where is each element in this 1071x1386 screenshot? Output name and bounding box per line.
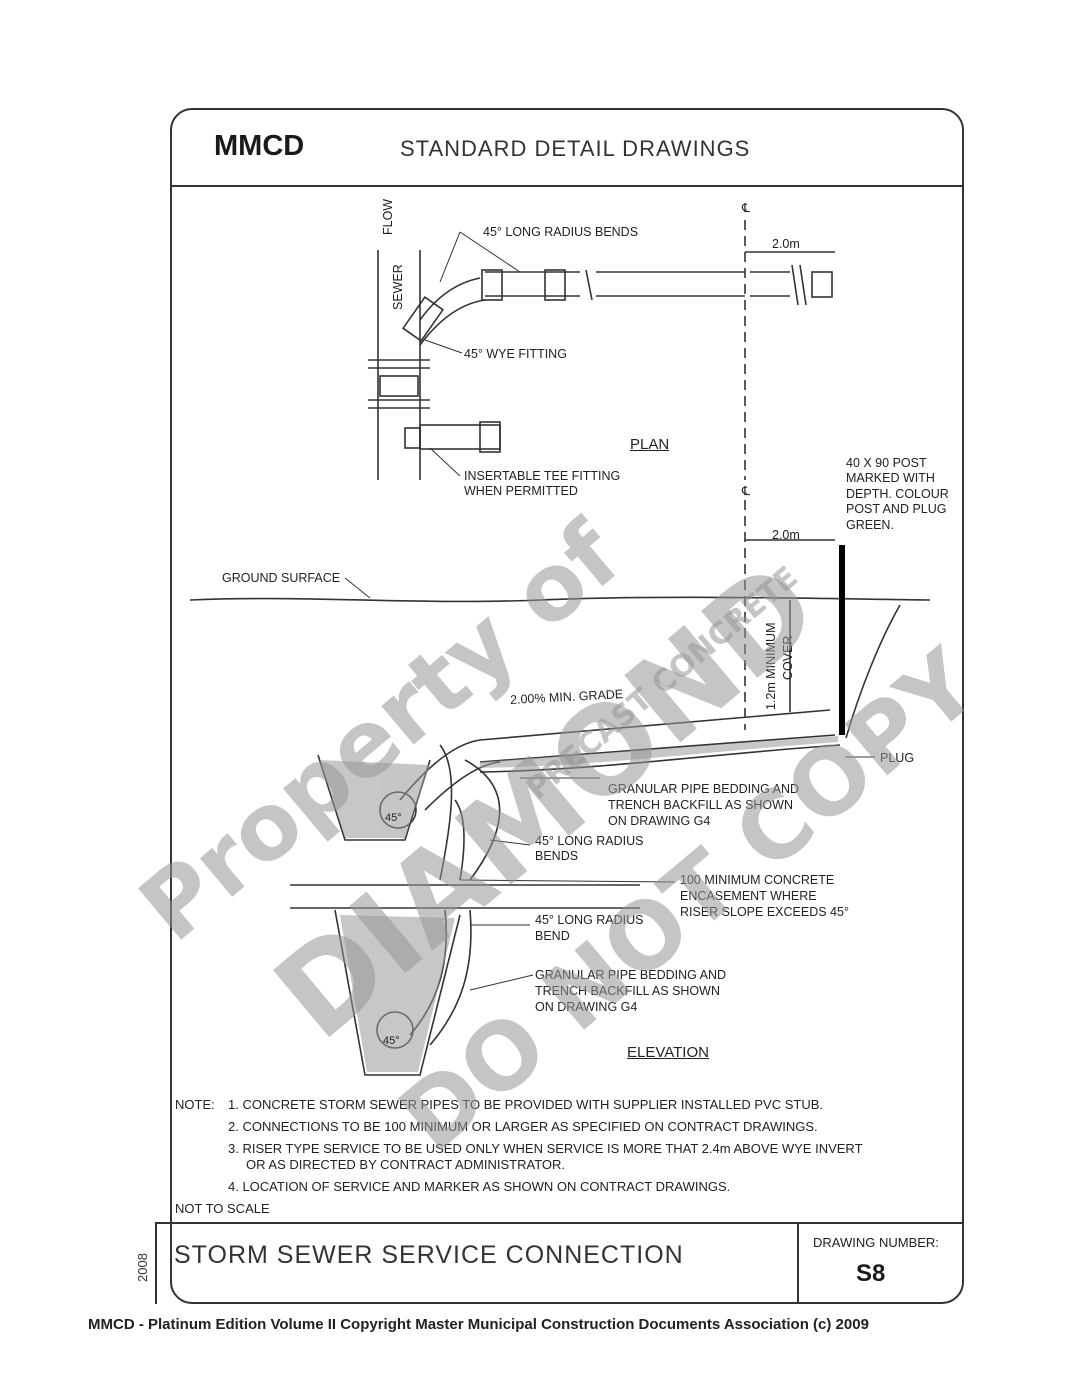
riser-inner — [454, 799, 465, 881]
drawing-title: STORM SEWER SERVICE CONNECTION — [174, 1241, 684, 1269]
lower-angle-label: 45° — [383, 1035, 400, 1047]
post-label-2: MARKED WITH — [846, 471, 935, 485]
sewer-label: SEWER — [391, 264, 405, 310]
plan-coupler — [379, 375, 419, 397]
drawing-number: S8 — [856, 1260, 886, 1287]
copyright-line: MMCD - Platinum Edition Volume II Copyri… — [88, 1316, 869, 1333]
bedding2-label-1: GRANULAR PIPE BEDDING AND — [535, 968, 727, 982]
bedding1-label-2: TRENCH BACKFILL AS SHOWN — [608, 798, 793, 812]
plan-sewer-break — [368, 359, 430, 409]
bend-label-1: 45° LONG RADIUS — [535, 913, 644, 927]
post-label-4: POST AND PLUG — [846, 502, 947, 516]
title-block-divider — [155, 1222, 964, 1224]
plan-tee-label-2: WHEN PERMITTED — [464, 484, 578, 498]
plan-joint-2 — [544, 269, 566, 301]
drawing-frame — [170, 108, 964, 1304]
upper-bedding-fill — [320, 760, 430, 838]
header-divider — [170, 185, 964, 187]
plan-end-cap — [811, 271, 833, 298]
note-3a: 3. RISER TYPE SERVICE TO BE USED ONLY WH… — [228, 1141, 863, 1156]
sloped-pipe — [479, 709, 836, 763]
post-label-1: 40 X 90 POST — [846, 456, 927, 470]
bends-label-2: BENDS — [535, 849, 579, 863]
bend-label-2: BEND — [535, 929, 570, 943]
bends-label-1: 45° LONG RADIUS — [535, 834, 644, 848]
plan-heading: PLAN — [630, 436, 670, 453]
plug-label: PLUG — [880, 751, 915, 765]
upper-bend-inner — [424, 761, 501, 811]
plan-dim-label: 2.0m — [772, 237, 800, 251]
brand-logo-text: MMCD — [214, 130, 305, 162]
notes-lead: NOTE: — [175, 1097, 215, 1112]
bedding-outline — [479, 744, 841, 773]
plan-tee-stub — [404, 427, 421, 449]
year-divider — [155, 1222, 157, 1304]
lower-trench — [334, 909, 461, 1076]
plan-break-marks — [585, 264, 807, 306]
post-label-5: GREEN. — [846, 518, 894, 532]
document-title: STANDARD DETAIL DRAWINGS — [400, 136, 751, 161]
elevation-heading: ELEVATION — [627, 1044, 709, 1061]
plan-tee-collar — [479, 421, 501, 453]
bedding2-label-3: ON DRAWING G4 — [535, 1000, 638, 1014]
ground-line — [189, 596, 931, 603]
note-3b: OR AS DIRECTED BY CONTRACT ADMINISTRATOR… — [246, 1157, 566, 1172]
ground-surface-label: GROUND SURFACE — [222, 571, 341, 585]
note-4: 4. LOCATION OF SERVICE AND MARKER AS SHO… — [228, 1179, 731, 1194]
slope-bedding-fill — [480, 736, 838, 768]
number-box-divider — [797, 1222, 799, 1304]
riser-break — [290, 884, 640, 909]
bedding1-label-3: ON DRAWING G4 — [608, 814, 711, 828]
bedding1-label-1: GRANULAR PIPE BEDDING AND — [608, 782, 800, 796]
note-2: 2. CONNECTIONS TO BE 100 MINIMUM OR LARG… — [228, 1119, 818, 1134]
encasement-label-3: RISER SLOPE EXCEEDS 45° — [680, 905, 849, 919]
encasement-label-1: 100 MINIMUM CONCRETE — [680, 873, 835, 887]
plan-wye-label: 45° WYE FITTING — [464, 347, 567, 361]
cover-label-1: 1.2m MINIMUM — [764, 622, 778, 711]
note-1: 1. CONCRETE STORM SEWER PIPES TO BE PROV… — [228, 1097, 823, 1112]
plan-joint-1 — [481, 269, 503, 301]
plan-service-pipe — [485, 271, 790, 297]
drawing-number-label: DRAWING NUMBER: — [813, 1235, 939, 1250]
flow-label: FLOW — [381, 198, 395, 235]
bedding2-label-2: TRENCH BACKFILL AS SHOWN — [535, 984, 720, 998]
year-label: 2008 — [134, 1253, 150, 1282]
elev-dim-label: 2.0m — [772, 528, 800, 542]
right-trench — [845, 604, 901, 739]
not-to-scale: NOT TO SCALE — [175, 1201, 270, 1216]
plan-tee-label-1: INSERTABLE TEE FITTING — [464, 469, 621, 483]
plan-pl-label: ℄ — [742, 201, 751, 215]
plan-bend — [419, 277, 486, 346]
cover-label-2: COVER — [781, 635, 795, 680]
plan-tee — [419, 424, 501, 450]
upper-angle-label: 45° — [385, 812, 402, 824]
leaders — [344, 231, 875, 991]
plan-wye — [401, 296, 445, 342]
elev-pl-label: ℄ — [742, 484, 751, 498]
plan-bends-label: 45° LONG RADIUS BENDS — [483, 225, 639, 239]
encasement-label-2: ENCASEMENT WHERE — [680, 889, 817, 903]
lower-bedding-fill — [340, 915, 455, 1072]
post-label-3: DEPTH. COLOUR — [846, 487, 949, 501]
riser-outer — [439, 744, 501, 881]
